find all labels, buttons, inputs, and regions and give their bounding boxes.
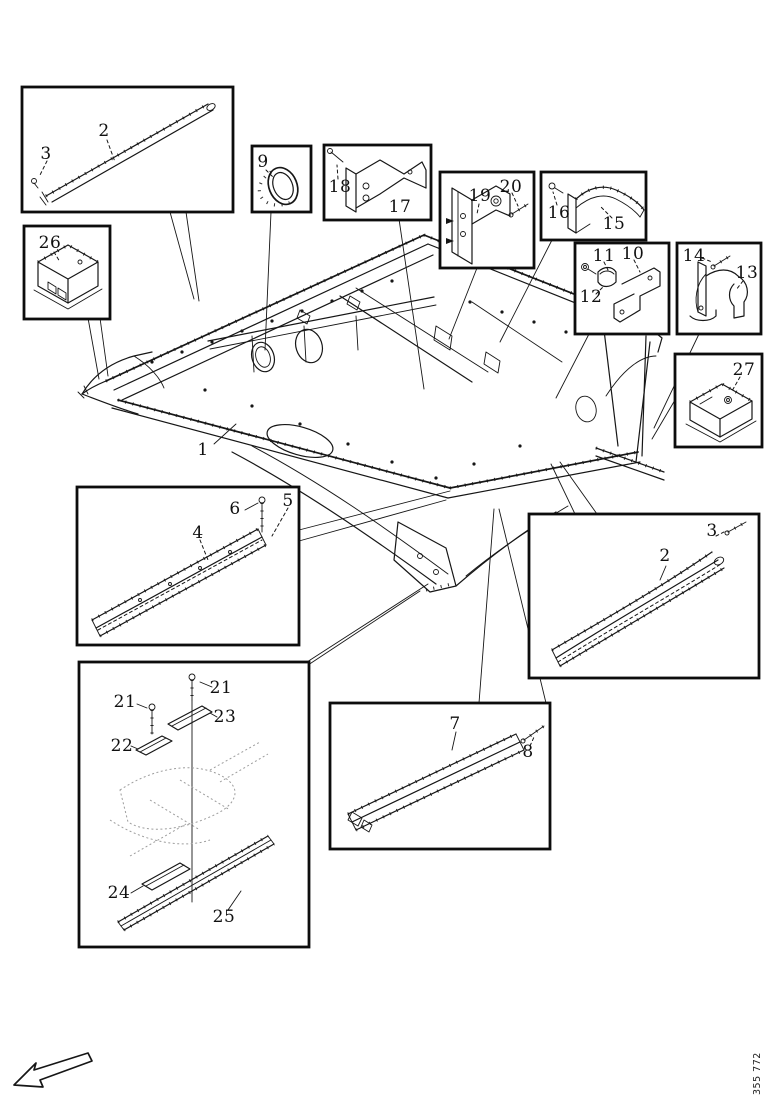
callout-26: 26 bbox=[38, 233, 62, 253]
callout-11: 11 bbox=[592, 246, 616, 266]
detail-box-rail-4-5-6 bbox=[75, 485, 301, 647]
hanging-bracket bbox=[393, 521, 457, 593]
callout-22: 22 bbox=[110, 736, 134, 756]
callout-21-left: 21 bbox=[113, 692, 137, 712]
callout-14: 14 bbox=[682, 246, 706, 266]
part-rail-2-right bbox=[551, 520, 747, 668]
part-rail-7 bbox=[347, 724, 545, 833]
leader-3 bbox=[38, 160, 48, 178]
part-grommet-9 bbox=[257, 166, 299, 207]
part-group-21-25 bbox=[109, 673, 275, 932]
callout-13: 13 bbox=[735, 263, 759, 283]
detail-box-plates-21-25 bbox=[77, 660, 311, 949]
detail-box-control-unit-26 bbox=[22, 224, 112, 321]
bolt-holes bbox=[150, 279, 568, 480]
callout-15: 15 bbox=[602, 214, 626, 234]
callout-7: 7 bbox=[449, 714, 461, 734]
callout-leader-lines bbox=[87, 211, 700, 704]
screw-8-icon bbox=[523, 725, 545, 741]
callout-12: 12 bbox=[579, 287, 603, 307]
callout-17: 17 bbox=[388, 197, 412, 217]
part-control-unit-26 bbox=[33, 243, 103, 310]
callout-18: 18 bbox=[328, 177, 352, 197]
plate-22 bbox=[135, 735, 173, 756]
callout-6: 6 bbox=[229, 499, 241, 519]
detail-box-clamp-10-11-12 bbox=[573, 241, 671, 336]
figure-number: 355 772 bbox=[752, 1052, 763, 1095]
part-clamp-10-11-12 bbox=[581, 259, 661, 323]
callout-4: 4 bbox=[192, 523, 204, 543]
callout-23: 23 bbox=[213, 707, 237, 727]
callout-3-right: 3 bbox=[706, 521, 718, 541]
strip-25 bbox=[117, 835, 269, 923]
detail-box-grommet-9 bbox=[250, 144, 313, 214]
callout-5: 5 bbox=[282, 491, 294, 511]
part-bracket-15 bbox=[548, 182, 646, 234]
part-bracket-19 bbox=[446, 185, 529, 265]
callout-20: 20 bbox=[499, 177, 523, 197]
callout-2-upper-left-rail: 2 bbox=[98, 121, 110, 141]
part-control-unit-27 bbox=[685, 376, 757, 443]
part-rail-4 bbox=[91, 496, 289, 638]
callout-3-upper-left: 3 bbox=[40, 144, 52, 164]
screw-16-icon bbox=[548, 182, 556, 190]
grommet-hole bbox=[250, 341, 276, 373]
callout-1-main-frame: 1 bbox=[197, 440, 209, 460]
callout-24: 24 bbox=[107, 883, 131, 903]
callout-27: 27 bbox=[732, 360, 756, 380]
callout-2-right-rail: 2 bbox=[659, 546, 671, 566]
callout-25: 25 bbox=[212, 907, 236, 927]
part-bracket-13 bbox=[689, 254, 748, 322]
detail-box-bracket-19-20 bbox=[438, 170, 536, 270]
callout-16: 16 bbox=[547, 203, 571, 223]
callout-8: 8 bbox=[522, 742, 534, 762]
plate-23 bbox=[167, 705, 213, 731]
part-bracket-17 bbox=[327, 148, 427, 213]
callout-9: 9 bbox=[257, 152, 269, 172]
screw-18-icon bbox=[330, 151, 344, 163]
direction-arrow-icon bbox=[13, 1052, 93, 1088]
detail-box-control-unit-27 bbox=[673, 352, 764, 449]
callout-21-top: 21 bbox=[209, 678, 233, 698]
callout-10: 10 bbox=[621, 244, 645, 264]
part-rail-2-upper-left bbox=[31, 102, 216, 206]
plate-24 bbox=[141, 862, 191, 891]
screw-3-right-icon bbox=[727, 521, 747, 533]
callout-19: 19 bbox=[468, 186, 492, 206]
ghosted-frame-detail bbox=[109, 741, 269, 857]
